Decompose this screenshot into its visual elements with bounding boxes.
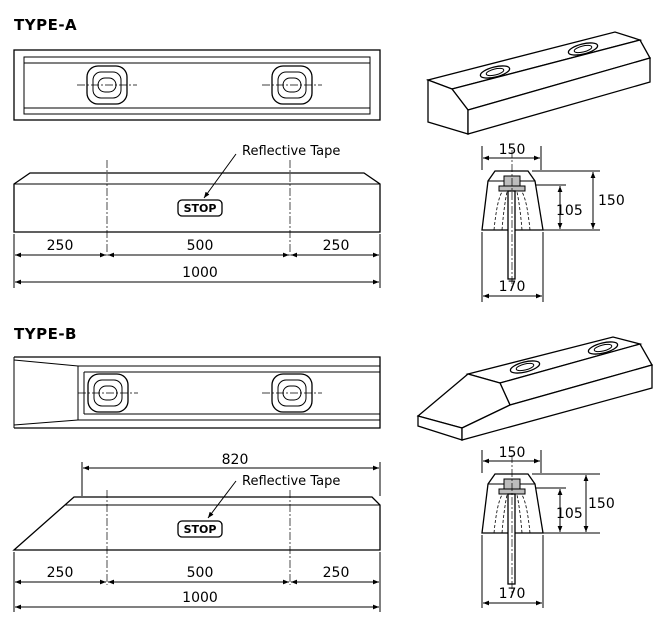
type-b-stop-text: STOP: [184, 523, 217, 536]
type-b-dim-500: 500: [187, 565, 214, 581]
type-a-dim-250-right: 250: [323, 238, 350, 254]
type-b-stop-badge: [177, 520, 223, 538]
type-a-dim-250-left: 250: [47, 238, 74, 254]
type-a-title: TYPE-A: [14, 16, 77, 34]
type-b-dim-820: 820: [222, 452, 249, 468]
type-b-dim-250-right: 250: [323, 565, 350, 581]
type-a-reflective-tape-label: Reflective Tape: [242, 144, 340, 159]
type-b-side-dim-170: 170: [499, 586, 526, 602]
type-a-side-dim-105: 105: [556, 203, 583, 219]
type-b-front-dimensions: 250 500 250 1000: [13, 552, 381, 612]
type-a-isometric-view: [425, 31, 651, 135]
type-a-side-section: 150 105 150 170: [481, 142, 625, 302]
type-b-dim-1000: 1000: [182, 590, 218, 606]
type-a-stop-badge: [177, 199, 223, 217]
type-b-section: TYPE-B: [12, 325, 653, 612]
type-a-side-dim-150-top: 150: [499, 142, 526, 158]
type-b-top-view: [13, 356, 381, 429]
type-a-front-dimensions: 250 500 250 1000: [13, 234, 381, 288]
type-b-dim-250-left: 250: [47, 565, 74, 581]
type-b-front-view: STOP Reflective Tape: [12, 474, 381, 585]
type-a-front-view: STOP Reflective Tape: [13, 144, 381, 258]
type-b-side-section: 150 105 150 170: [481, 445, 615, 608]
type-b-side-dim-105: 105: [556, 506, 583, 522]
type-b-reflective-tape-label: Reflective Tape: [242, 474, 340, 489]
type-b-side-dim-150-top: 150: [499, 445, 526, 461]
type-a-top-slot-left: [77, 65, 137, 105]
type-a-stop-text: STOP: [184, 202, 217, 215]
type-a-side-dim-170: 170: [499, 279, 526, 295]
type-a-dim-500: 500: [187, 238, 214, 254]
type-a-side-dim-150-right: 150: [598, 193, 625, 209]
type-a-top-slot-right: [262, 65, 322, 105]
type-a-section: TYPE-A: [13, 16, 651, 302]
type-b-top-slot-left: [78, 373, 138, 413]
type-b-side-dim-150-right: 150: [588, 496, 615, 512]
type-a-top-view: [13, 49, 381, 121]
type-b-top-dimension: 820: [81, 452, 381, 496]
type-a-dim-1000: 1000: [182, 265, 218, 281]
type-b-isometric-view: [416, 336, 653, 441]
type-b-top-slot-right: [262, 373, 322, 413]
type-b-title: TYPE-B: [14, 325, 77, 343]
